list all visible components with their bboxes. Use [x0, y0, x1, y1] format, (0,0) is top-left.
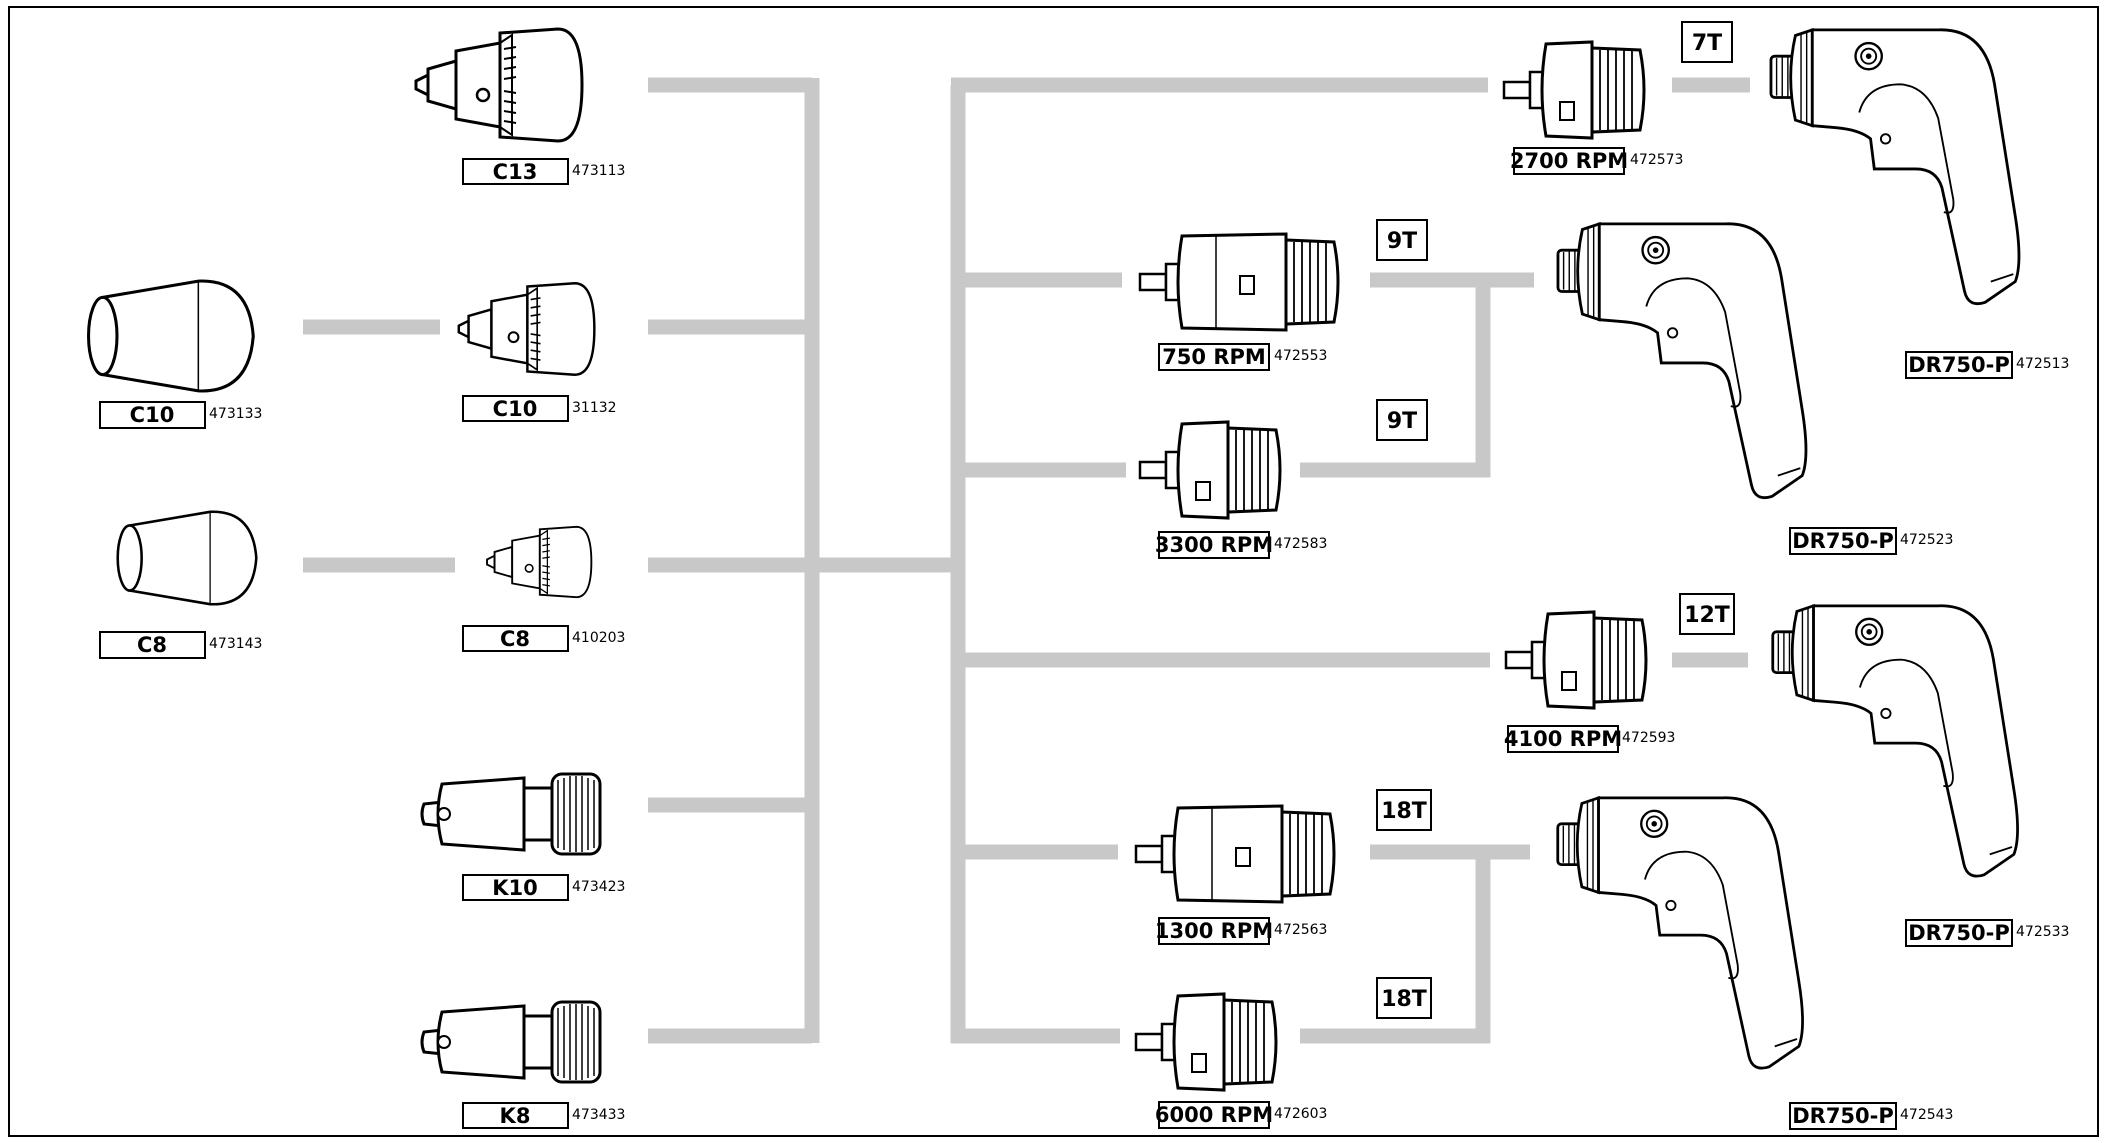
teeth-badge: 12T: [1680, 594, 1734, 634]
part-number: 472543: [1900, 1107, 1953, 1123]
teeth-count: 9T: [1387, 409, 1417, 434]
chuck-name: C13: [493, 160, 538, 184]
cover-cap-icon: [89, 281, 254, 391]
teeth-count: 7T: [1692, 31, 1722, 56]
cover-cap-icon: [118, 512, 257, 605]
gearbox-icon: [1140, 234, 1338, 330]
chuck-name: C10: [493, 397, 538, 421]
gearbox-speed: 3300 RPM: [1155, 533, 1273, 557]
part-number: 472563: [1274, 922, 1327, 938]
keyed-chuck-icon: [416, 29, 582, 141]
drill-motor-icon: [1558, 798, 1803, 1068]
part-number: 472593: [1622, 730, 1675, 746]
cap-name: C10: [130, 403, 175, 427]
drill-label: DR750-P 472543: [1790, 1103, 1953, 1129]
chuck-label: C13 473113: [463, 159, 625, 184]
keyed-chuck-icon: [487, 527, 591, 597]
chuck-label: K10 473423: [463, 875, 625, 900]
cap-name: C8: [137, 633, 167, 657]
gearbox-label: 750 RPM 472553: [1159, 344, 1327, 370]
teeth-count: 12T: [1684, 603, 1730, 628]
part-number: 473433: [572, 1107, 625, 1123]
chuck-name: K8: [500, 1104, 531, 1128]
chuck-label: C10 31132: [463, 396, 617, 421]
teeth-count: 18T: [1381, 987, 1427, 1012]
part-number: 473143: [209, 636, 262, 652]
cap-label: C8 473143: [100, 632, 262, 658]
part-number: 472583: [1274, 536, 1327, 552]
drill-label: DR750-P 472513: [1906, 352, 2069, 378]
drill-motor-icon: [1773, 606, 2018, 876]
teeth-count: 9T: [1387, 229, 1417, 254]
drill-model: DR750-P: [1792, 529, 1894, 553]
keyless-chuck-icon: [422, 1002, 600, 1082]
drill-label: DR750-P 472533: [1906, 920, 2069, 946]
teeth-badge: 9T: [1377, 220, 1427, 260]
part-number: 472533: [2016, 924, 2069, 940]
gearbox-icon: [1136, 806, 1334, 902]
cap-label: C10 473133: [100, 402, 262, 428]
chuck-name: C8: [500, 627, 530, 651]
gearbox-speed: 4100 RPM: [1504, 727, 1622, 751]
drill-motor-icon: [1771, 30, 2019, 304]
drill-model: DR750-P: [1908, 921, 2010, 945]
chuck-label: K8 473433: [463, 1103, 625, 1128]
drill-model: DR750-P: [1908, 353, 2010, 377]
part-number: 472553: [1274, 348, 1327, 364]
gearbox-label: 6000 RPM 472603: [1155, 1102, 1328, 1128]
teeth-badge: 7T: [1682, 22, 1732, 62]
gearbox-icon: [1504, 42, 1644, 138]
gearbox-label: 2700 RPM 472573: [1510, 148, 1684, 174]
part-number: 31132: [572, 400, 617, 416]
drill-motor-icon: [1558, 224, 1806, 498]
part-number: 472573: [1630, 152, 1683, 168]
part-number: 473133: [209, 406, 262, 422]
chuck-name: K10: [492, 876, 538, 900]
keyed-chuck-icon: [459, 283, 595, 374]
chuck-label: C8 410203: [463, 626, 625, 651]
gearbox-speed: 6000 RPM: [1155, 1103, 1273, 1127]
teeth-badge: 18T: [1377, 790, 1431, 830]
gearbox-icon: [1136, 994, 1276, 1090]
keyless-chuck-icon: [422, 774, 600, 854]
part-number: 410203: [572, 630, 625, 646]
part-number: 472513: [2016, 356, 2069, 372]
part-number: 473423: [572, 879, 625, 895]
part-number: 472523: [1900, 532, 1953, 548]
gearbox-label: 1300 RPM 472563: [1155, 918, 1328, 944]
gearbox-speed: 1300 RPM: [1155, 919, 1273, 943]
teeth-badge: 9T: [1377, 400, 1427, 440]
gearbox-label: 3300 RPM 472583: [1155, 532, 1328, 558]
drill-label: DR750-P 472523: [1790, 528, 1953, 554]
teeth-count: 18T: [1381, 799, 1427, 824]
gearbox-speed: 2700 RPM: [1510, 149, 1628, 173]
drill-model: DR750-P: [1792, 1104, 1894, 1128]
part-number: 472603: [1274, 1106, 1327, 1122]
gearbox-icon: [1140, 422, 1280, 518]
teeth-badge: 18T: [1377, 978, 1431, 1018]
gearbox-label: 4100 RPM 472593: [1504, 726, 1676, 752]
part-number: 473113: [572, 163, 625, 179]
gearbox-speed: 750 RPM: [1162, 345, 1266, 369]
gearbox-icon: [1506, 612, 1646, 708]
